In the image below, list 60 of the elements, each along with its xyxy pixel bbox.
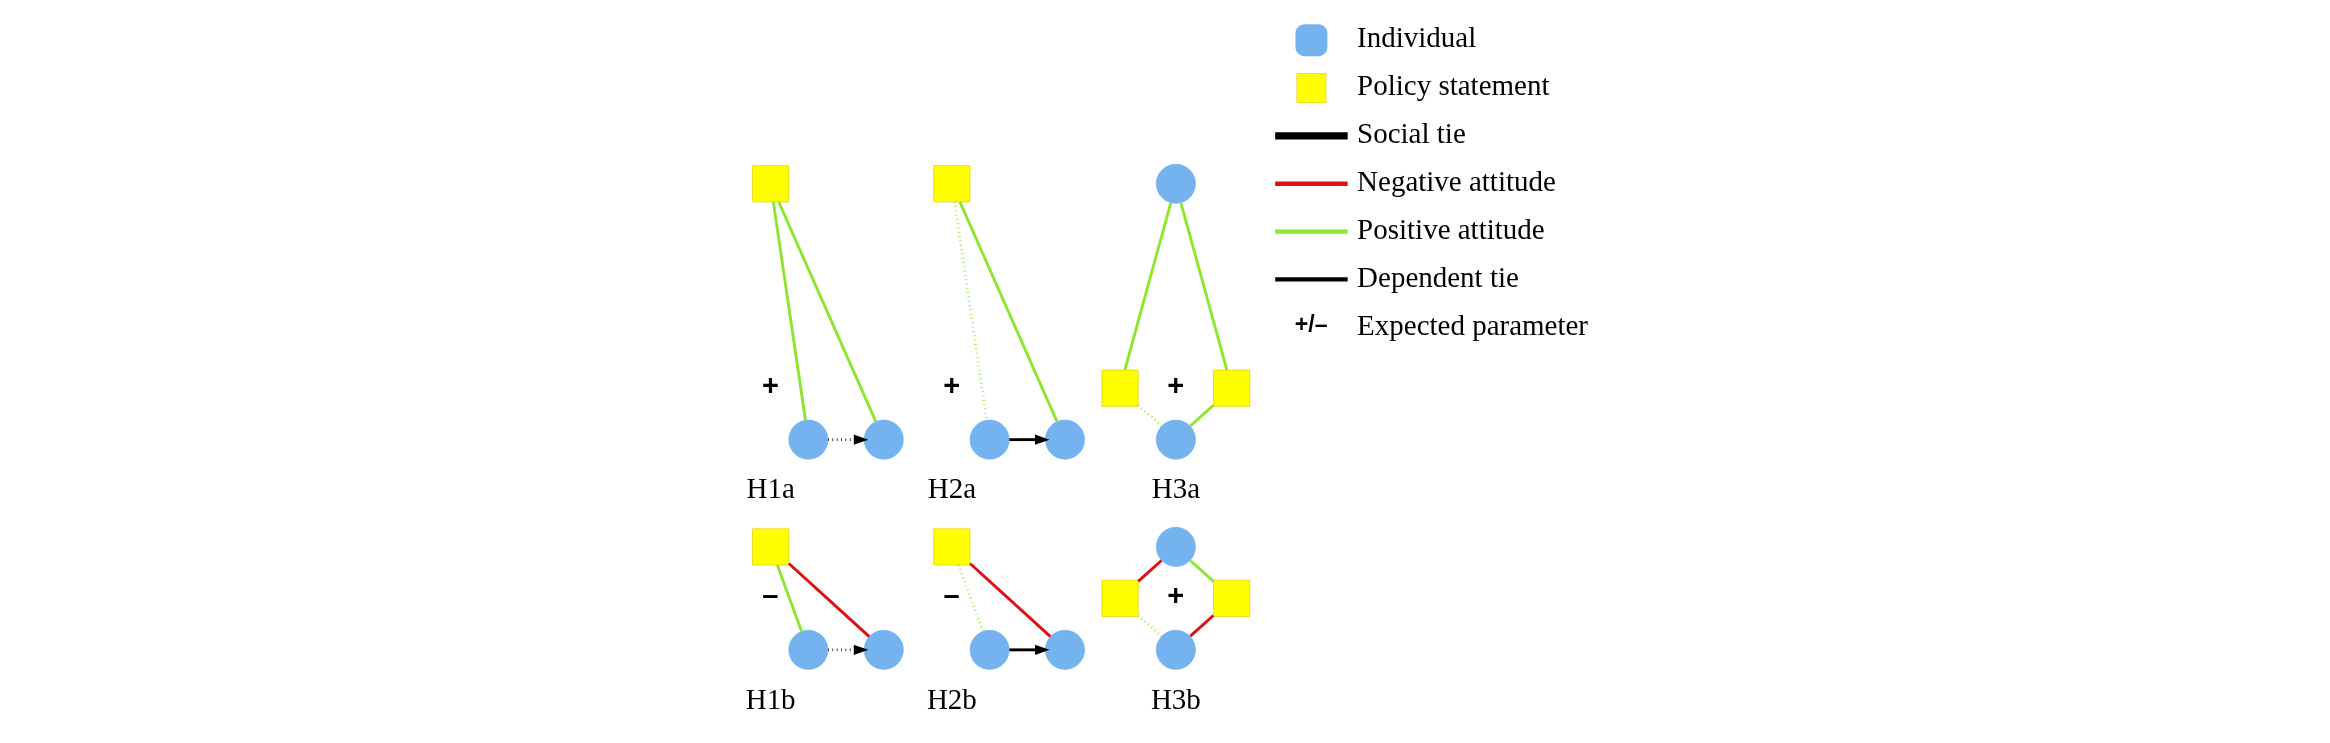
node-box <box>933 165 971 203</box>
label: +/– <box>1294 311 1328 338</box>
connector <box>771 201 807 421</box>
node-circle <box>1045 419 1085 460</box>
label: + <box>943 368 961 401</box>
node-circle <box>1155 527 1196 567</box>
connector <box>953 201 989 421</box>
connector <box>1137 404 1163 428</box>
label: H2a <box>927 472 977 505</box>
connector <box>787 562 871 638</box>
node-box <box>752 528 790 566</box>
label: + <box>761 368 779 401</box>
arrow <box>828 434 869 445</box>
connector <box>1137 614 1163 638</box>
connector <box>957 564 985 632</box>
node-circle <box>1045 629 1085 670</box>
label: H2b <box>926 682 977 715</box>
connector <box>1179 202 1229 371</box>
connector <box>1137 559 1163 583</box>
connector <box>777 201 878 423</box>
arrow <box>1009 644 1050 655</box>
node-circle <box>863 629 904 670</box>
legend-label: Expected parameter <box>1357 308 1589 341</box>
node-box <box>1101 579 1139 617</box>
legend-label: Policy statement <box>1357 69 1550 102</box>
connector <box>1189 614 1215 638</box>
connector <box>958 201 1059 423</box>
arrow <box>1009 434 1050 445</box>
node-box <box>752 165 790 203</box>
connector <box>1189 559 1215 583</box>
node-box <box>933 528 971 566</box>
node-box <box>1101 369 1139 407</box>
legend-label: Negative attitude <box>1357 165 1556 198</box>
node-circle <box>969 629 1010 670</box>
node-circle <box>1155 629 1196 670</box>
connector <box>775 564 803 632</box>
node-circle <box>1155 419 1196 460</box>
legend-label: Individual <box>1357 21 1477 54</box>
arrow <box>828 644 869 655</box>
connector <box>1123 202 1173 371</box>
label: + <box>1167 578 1185 611</box>
node-circle <box>788 419 829 460</box>
label: H1a <box>746 472 795 505</box>
node-circle <box>788 629 829 670</box>
node-box <box>1213 369 1251 407</box>
node-circle <box>863 419 904 460</box>
connector <box>969 562 1052 638</box>
node-box <box>1213 579 1251 617</box>
node-circle <box>1155 163 1196 204</box>
label: H3b <box>1150 682 1201 715</box>
label: – <box>943 578 960 611</box>
label: H3a <box>1151 472 1201 505</box>
legend-label: Dependent tie <box>1357 260 1519 293</box>
label: + <box>1167 368 1185 401</box>
label: H1b <box>745 682 796 715</box>
node-circle <box>969 419 1010 460</box>
legend-label: Social tie <box>1357 117 1466 150</box>
connector <box>1189 404 1215 428</box>
label: – <box>762 578 779 611</box>
legend-label: Positive attitude <box>1357 212 1545 245</box>
